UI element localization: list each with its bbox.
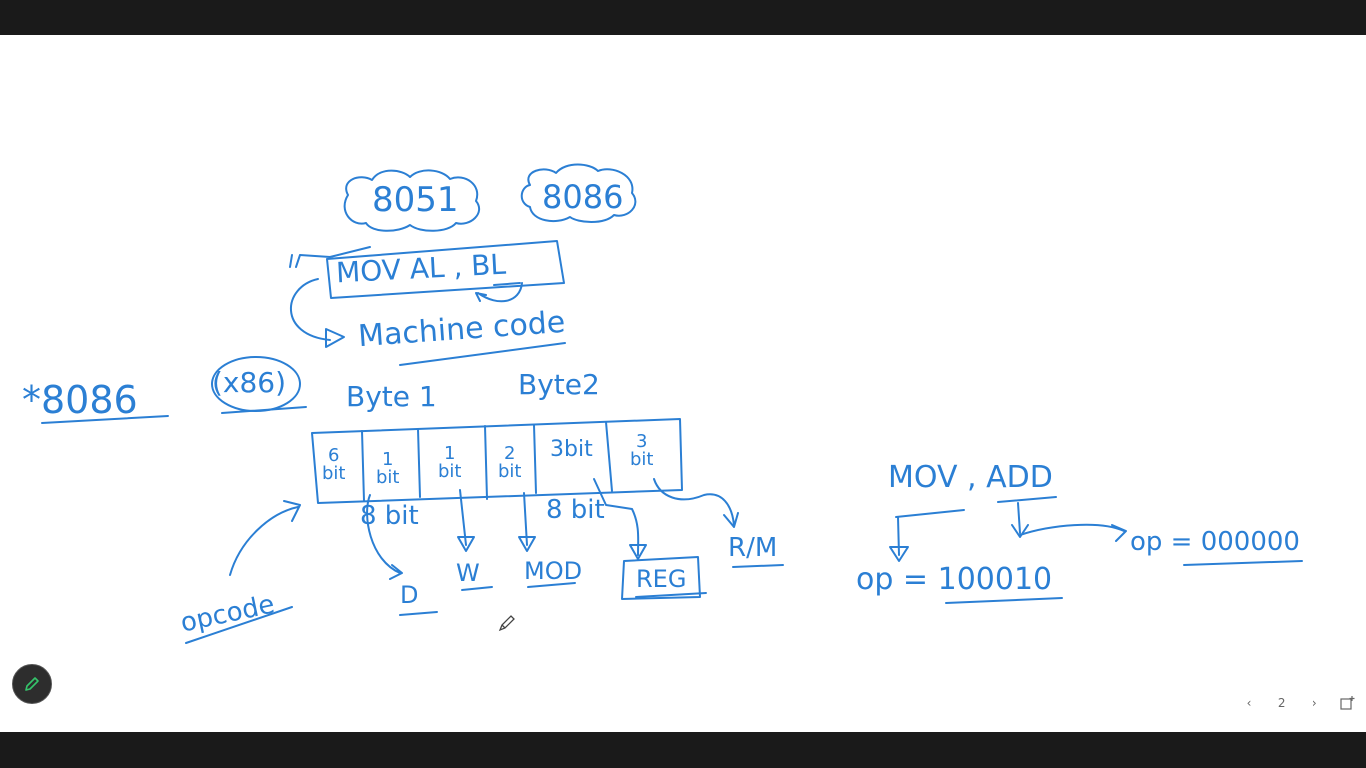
label-8086-cloud: 8086 (542, 178, 624, 216)
cell-3bit-reg: 3bit (550, 437, 593, 462)
arrow-to-mod (518, 492, 536, 552)
x86-underline (221, 406, 307, 414)
bottom-frame-bar (0, 732, 1366, 768)
cloud-8051-outline (343, 169, 481, 232)
bl-underline (493, 282, 521, 286)
pen-icon (25, 677, 39, 691)
pen-tool-button[interactable] (12, 664, 52, 704)
d-underline (399, 611, 438, 616)
arrow-to-rm (653, 478, 739, 528)
x86-text: (x86) (212, 366, 287, 399)
arrow-to-reg (593, 478, 647, 560)
opcode-underline (185, 606, 293, 644)
ink-strokes (41, 163, 1303, 644)
machine-code-underline (399, 342, 566, 366)
divider-2 (417, 428, 421, 498)
arrow-to-w (457, 489, 475, 552)
op-mov-label: op = 100010 (856, 562, 1053, 597)
reg-label: REG (636, 565, 687, 593)
op-add-underline (1183, 560, 1303, 566)
mod-underline (527, 582, 576, 588)
rm-label: R/M (728, 533, 778, 563)
star-8086-underline (41, 415, 169, 424)
whiteboard-canvas[interactable]: 8051 8086 MOV AL , BL Machine code *8086… (0, 35, 1366, 732)
w-underline (461, 586, 493, 591)
arrow-add-op (1011, 502, 1127, 542)
reg-box (621, 556, 701, 600)
top-frame-bar (0, 0, 1366, 35)
byte1-label: Byte 1 (346, 380, 437, 413)
mov-underline (895, 509, 965, 518)
arrow-to-6bit (229, 500, 301, 576)
mod-label: MOD (524, 557, 583, 585)
divider-4 (533, 424, 537, 494)
divider-5 (605, 421, 613, 492)
op-mov-underline (945, 597, 1063, 604)
op-add-label: op = 000000 (1130, 527, 1300, 557)
label-8051: 8051 (372, 180, 459, 220)
page-number: 2 (1277, 696, 1286, 710)
eight-bit-right: 8 bit (546, 495, 605, 525)
eight-bit-left: 8 bit (360, 501, 419, 531)
arrow-mov-op (889, 516, 909, 562)
reg-underline (635, 592, 707, 598)
w-label: W (456, 559, 480, 587)
arrow-to-d (366, 494, 403, 580)
format-outer-box (311, 418, 683, 504)
instruction-box (326, 240, 565, 299)
add-page-icon[interactable] (1336, 692, 1358, 714)
bl-arrow (475, 282, 523, 303)
divider-3 (484, 425, 488, 500)
pen-cursor-icon (498, 615, 515, 632)
chevron-right-icon[interactable]: › (1311, 696, 1317, 710)
byte2-label: Byte2 (518, 368, 600, 401)
cloud-8086-outline (520, 163, 637, 223)
divider-1 (361, 430, 365, 502)
mov-add-label: MOV , ADD (888, 460, 1053, 495)
tick-mark (289, 246, 371, 268)
d-label: D (400, 581, 419, 609)
add-underline (997, 496, 1057, 503)
star-8086-text: *8086 (22, 378, 138, 422)
machine-code-arrow (290, 278, 345, 348)
page-navigator: ‹ 2 › (1238, 691, 1358, 715)
rm-underline (732, 564, 784, 568)
chevron-left-icon[interactable]: ‹ (1246, 696, 1252, 710)
